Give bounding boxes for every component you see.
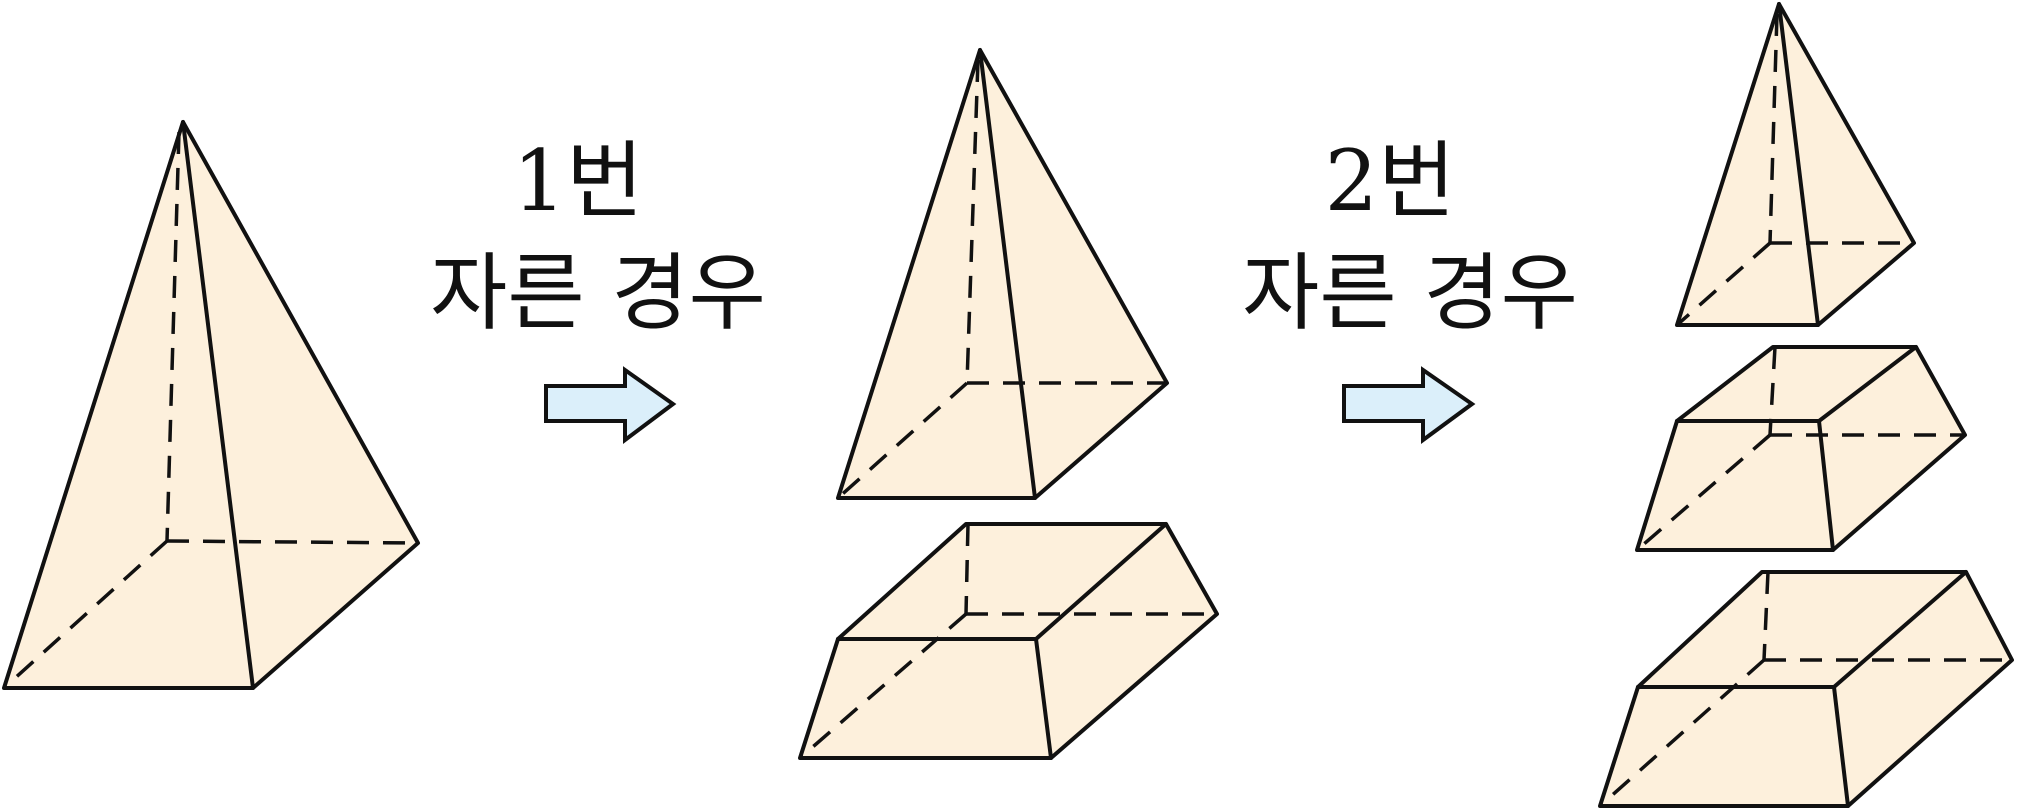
cut2-middle-frustum [1635,345,1967,552]
step2-action-label: 자른 경우 [1242,244,1578,342]
arrow-right-1 [544,366,677,444]
step2-count-label: 2번 [1325,132,1456,230]
cut2-top-pyramid [1675,2,1916,327]
arrow-right-2 [1342,366,1476,444]
cut1-bottom-frustum [798,522,1219,760]
cut2-bottom-frustum [1598,570,2014,808]
whole-pyramid [2,120,420,690]
step1-count-label: 1번 [513,132,644,230]
cut1-top-pyramid [836,48,1169,500]
step1-action-label: 자른 경우 [430,244,766,342]
